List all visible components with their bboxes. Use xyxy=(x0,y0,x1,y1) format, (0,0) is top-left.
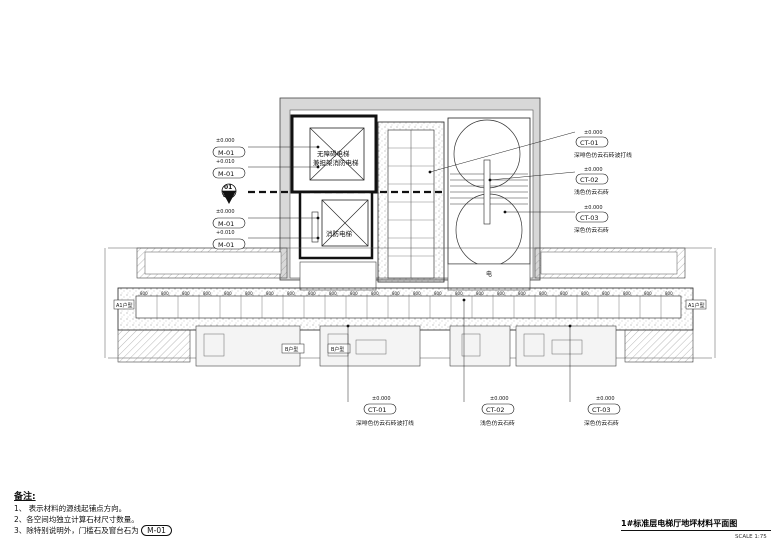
notes-line-1: 1、 表示材料的源线起铺点方向。 xyxy=(14,504,127,513)
bottom-elev-3: ±0.000 xyxy=(596,396,615,402)
tile-dimension-label: 800 xyxy=(140,291,148,296)
notes-block: 备注: 1、 表示材料的源线起铺点方向。 2、各空间均独立计算石材尺寸数量。 3… xyxy=(14,492,172,536)
tile-dimension-label: 800 xyxy=(497,291,505,296)
left-elev-3: ±0.000 xyxy=(216,209,235,215)
tile-dimension-label: 800 xyxy=(182,291,190,296)
tile-dimension-label: 800 xyxy=(665,291,673,296)
tile-dimension-label: 800 xyxy=(539,291,547,296)
left-elev-1: ±0.000 xyxy=(216,138,235,144)
bottom-tag-3: CT-03 xyxy=(592,406,611,414)
bottom-tag-2: CT-02 xyxy=(486,406,505,414)
tile-dimension-label: 800 xyxy=(224,291,232,296)
tile-dimension-label: 800 xyxy=(623,291,631,296)
unit-label-a1-left: A1户型 xyxy=(116,302,133,309)
right-elev-2: ±0.000 xyxy=(584,167,603,173)
notes-line-3: 3、除特别说明外，门槛石及窗台石为 M-01 xyxy=(14,525,172,536)
section-number: 01 xyxy=(224,184,232,191)
tile-dimension-label: 800 xyxy=(581,291,589,296)
bottom-tag-1: CT-01 xyxy=(368,406,387,414)
tile-dimension-label: 800 xyxy=(518,291,526,296)
right-tag-3: CT-03 xyxy=(580,214,599,222)
tile-dimension-label: 800 xyxy=(203,291,211,296)
unit-entry-6 xyxy=(624,329,694,363)
bottom-desc-1: 深啡色仿云石砖波打线 xyxy=(356,419,414,427)
unit-label-b-right: B户型 xyxy=(331,346,344,353)
elevator-label-top-2: 兼担架消防电梯 xyxy=(313,158,359,167)
elevator-label-top-1: 无障碍电梯 xyxy=(317,149,350,158)
left-tag-1: M-01 xyxy=(218,149,234,157)
tile-dimension-label: 800 xyxy=(434,291,442,296)
left-elev-2: +0.010 xyxy=(216,159,235,165)
notes-line-2: 2、各空间均独立计算石材尺寸数量。 xyxy=(14,515,139,524)
left-tag-4: M-01 xyxy=(218,241,234,249)
notes-line-3-tag: M-01 xyxy=(141,525,172,536)
tile-dimension-label: 800 xyxy=(350,291,358,296)
left-tag-3: M-01 xyxy=(218,220,234,228)
tile-dimension-label: 800 xyxy=(329,291,337,296)
bottom-elev-1: ±0.000 xyxy=(372,396,391,402)
bottom-desc-3: 深色仿云石砖 xyxy=(584,419,619,427)
tile-dimension-label: 800 xyxy=(476,291,484,296)
left-elev-4: +0.010 xyxy=(216,230,235,236)
right-desc-1: 深啡色仿云石砖波打线 xyxy=(574,151,632,159)
bottom-elev-2: ±0.000 xyxy=(490,396,509,402)
right-elev-3: ±0.000 xyxy=(584,205,603,211)
right-desc-3: 深色仿云石砖 xyxy=(574,226,609,234)
unit-label-b-left: B户型 xyxy=(285,346,298,353)
tile-dimensions: 800 800 800 800 800 800 800 800 800 800 800 800 800 8… xyxy=(140,291,673,296)
right-tag-2: CT-02 xyxy=(580,176,599,184)
unit-label-a1-right: A1户型 xyxy=(688,302,705,309)
tile-dimension-label: 800 xyxy=(644,291,652,296)
right-tag-1: CT-01 xyxy=(580,139,599,147)
elevator-car-bottom xyxy=(321,199,369,247)
tile-dimension-label: 800 xyxy=(308,291,316,296)
tile-dimension-label: 800 xyxy=(161,291,169,296)
left-tag-2: M-01 xyxy=(218,170,234,178)
drawing-scale: SCALE 1:75 xyxy=(735,534,767,540)
tile-dimension-label: 800 xyxy=(602,291,610,296)
tile-dimension-label: 800 xyxy=(413,291,421,296)
tile-dimension-label: 800 xyxy=(455,291,463,296)
right-desc-2: 浅色仿云石砖 xyxy=(574,188,609,196)
bottom-desc-2: 浅色仿云石砖 xyxy=(480,419,515,427)
notes-line-3-text: 3、除特别说明外，门槛石及窗台石为 xyxy=(14,526,139,535)
elevator-car-top xyxy=(309,127,365,181)
tile-dimension-label: 800 xyxy=(371,291,379,296)
tile-dimension-label: 800 xyxy=(560,291,568,296)
tile-dimension-label: 800 xyxy=(266,291,274,296)
notes-heading: 备注: xyxy=(14,492,36,502)
corridor-tiles xyxy=(135,295,682,319)
elevator-label-bottom: 消防电梯 xyxy=(326,229,353,238)
unit-entry-5 xyxy=(515,325,617,367)
unit-entry-1 xyxy=(117,329,191,363)
right-elev-1: ±0.000 xyxy=(584,130,603,136)
tile-dimension-label: 800 xyxy=(392,291,400,296)
tile-dimension-label: 800 xyxy=(287,291,295,296)
tile-dimension-label: 800 xyxy=(245,291,253,296)
drawing-title: 1#标准层电梯厅地坪材料平面图 xyxy=(621,518,771,531)
stair-small-label: 电 xyxy=(486,270,492,278)
